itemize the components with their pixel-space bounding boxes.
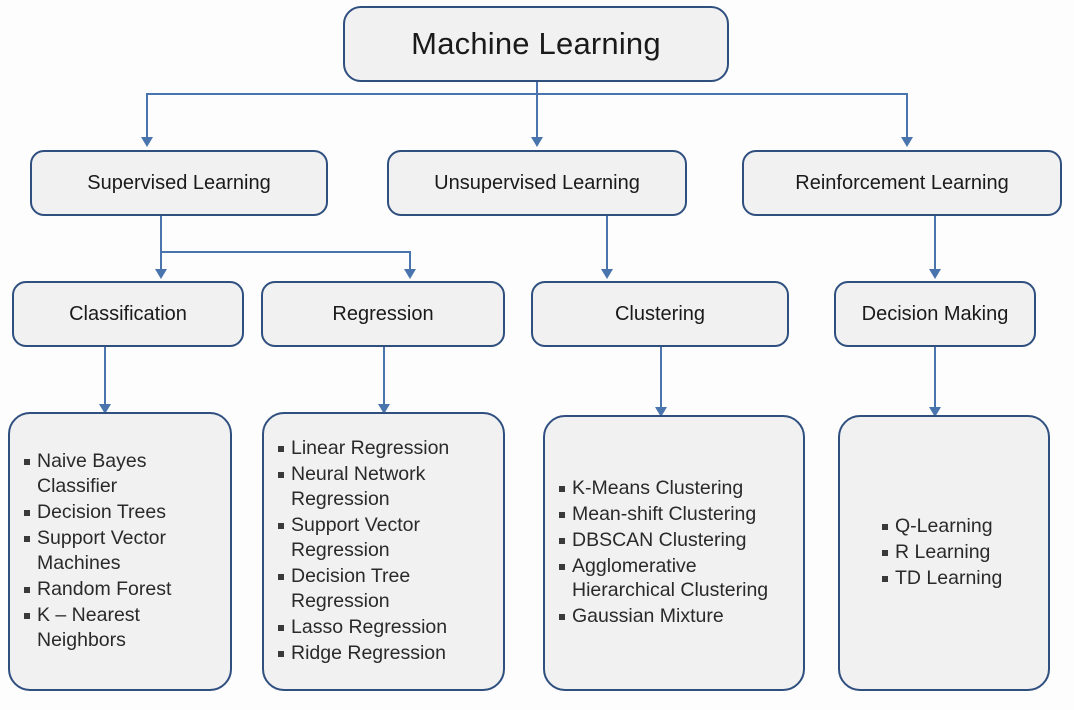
node-classification-label: Classification xyxy=(69,302,187,325)
list-item: K-Means Clustering xyxy=(557,476,795,501)
list-item: R Learning xyxy=(880,540,1040,565)
list-item: DBSCAN Clustering xyxy=(557,528,795,553)
arrow-root-to-supervised xyxy=(141,137,153,147)
node-machine-learning[interactable]: Machine Learning xyxy=(343,6,729,82)
connector-root-to-supervised xyxy=(146,93,148,138)
connector-decision-to-leaf xyxy=(934,347,936,408)
connector-supervised-stem xyxy=(160,214,162,270)
arrow-unsupervised-to-clustering xyxy=(601,269,613,279)
connector-supervised-to-regression xyxy=(409,251,411,270)
leaf-box-regression[interactable]: Linear Regression Neural Network Regress… xyxy=(262,412,505,691)
leaf-box-decision-making[interactable]: Q-Learning R Learning TD Learning xyxy=(838,415,1050,691)
node-decision-making-label: Decision Making xyxy=(861,302,1009,325)
list-item: Random Forest xyxy=(22,577,222,602)
regression-algorithm-list: Linear Regression Neural Network Regress… xyxy=(276,436,495,667)
connector-classification-to-leaf xyxy=(104,347,106,405)
arrow-supervised-to-classification xyxy=(155,269,167,279)
connector-regression-to-leaf xyxy=(383,347,385,405)
node-reinforcement-learning-label: Reinforcement Learning xyxy=(795,171,1009,194)
connector-root-to-unsupervised xyxy=(536,93,538,138)
arrow-reinforcement-to-decision xyxy=(929,269,941,279)
node-machine-learning-label: Machine Learning xyxy=(411,26,661,61)
arrow-regression-to-leaf xyxy=(378,404,390,414)
connector-reinforcement-to-decision xyxy=(934,214,936,270)
list-item: Decision Tree Regression xyxy=(276,564,495,614)
leaf-box-clustering[interactable]: K-Means Clustering Mean-shift Clustering… xyxy=(543,415,805,691)
list-item: Support Vector Regression xyxy=(276,513,495,563)
connector-unsupervised-to-clustering xyxy=(606,214,608,270)
list-item: Q-Learning xyxy=(880,514,1040,539)
connector-clustering-to-leaf xyxy=(660,347,662,408)
arrow-root-to-unsupervised xyxy=(531,137,543,147)
connector-root-to-reinforcement xyxy=(906,93,908,138)
connector-root-bus xyxy=(146,93,907,95)
arrow-decision-to-leaf xyxy=(929,407,941,417)
list-item: Mean-shift Clustering xyxy=(557,502,795,527)
node-reinforcement-learning[interactable]: Reinforcement Learning xyxy=(742,150,1062,216)
list-item: Agglomerative Hierarchical Clustering xyxy=(557,554,795,604)
node-clustering[interactable]: Clustering xyxy=(531,281,789,347)
list-item: Naive Bayes Classifier xyxy=(22,449,222,499)
list-item: Decision Trees xyxy=(22,500,222,525)
arrow-clustering-to-leaf xyxy=(655,407,667,417)
node-decision-making[interactable]: Decision Making xyxy=(834,281,1036,347)
arrow-root-to-reinforcement xyxy=(901,137,913,147)
list-item: Support Vector Machines xyxy=(22,526,222,576)
node-unsupervised-learning-label: Unsupervised Learning xyxy=(434,171,640,194)
node-classification[interactable]: Classification xyxy=(12,281,244,347)
list-item: Linear Regression xyxy=(276,436,495,461)
list-item: K – Nearest Neighbors xyxy=(22,603,222,653)
leaf-box-classification[interactable]: Naive Bayes Classifier Decision Trees Su… xyxy=(8,412,232,691)
decision-making-algorithm-list: Q-Learning R Learning TD Learning xyxy=(880,514,1040,592)
arrow-supervised-to-regression xyxy=(404,269,416,279)
node-supervised-learning-label: Supervised Learning xyxy=(87,171,271,194)
clustering-algorithm-list: K-Means Clustering Mean-shift Clustering… xyxy=(557,476,795,631)
list-item: Ridge Regression xyxy=(276,641,495,666)
list-item: Neural Network Regression xyxy=(276,462,495,512)
node-unsupervised-learning[interactable]: Unsupervised Learning xyxy=(387,150,687,216)
list-item: TD Learning xyxy=(880,566,1040,591)
classification-algorithm-list: Naive Bayes Classifier Decision Trees Su… xyxy=(22,449,222,654)
node-clustering-label: Clustering xyxy=(614,302,706,325)
connector-root-stem xyxy=(536,80,538,94)
arrow-classification-to-leaf xyxy=(99,404,111,414)
list-item: Gaussian Mixture xyxy=(557,604,795,629)
node-supervised-learning[interactable]: Supervised Learning xyxy=(30,150,328,216)
list-item: Lasso Regression xyxy=(276,615,495,640)
connector-supervised-bus xyxy=(160,251,410,253)
node-regression-label: Regression xyxy=(332,302,434,325)
node-regression[interactable]: Regression xyxy=(261,281,505,347)
